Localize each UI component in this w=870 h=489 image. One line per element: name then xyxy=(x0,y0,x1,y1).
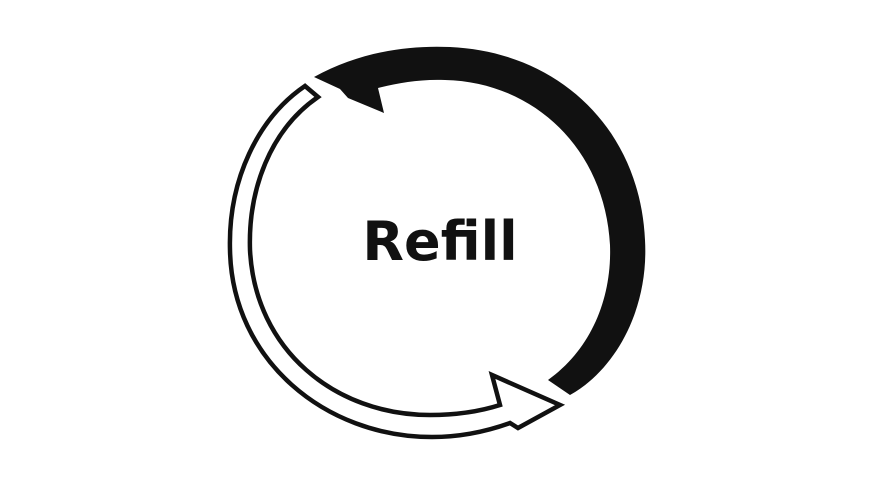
refill-label: Refill xyxy=(362,210,518,273)
solid-arrow-arc xyxy=(314,46,646,395)
outline-arrow-arc xyxy=(227,83,566,440)
